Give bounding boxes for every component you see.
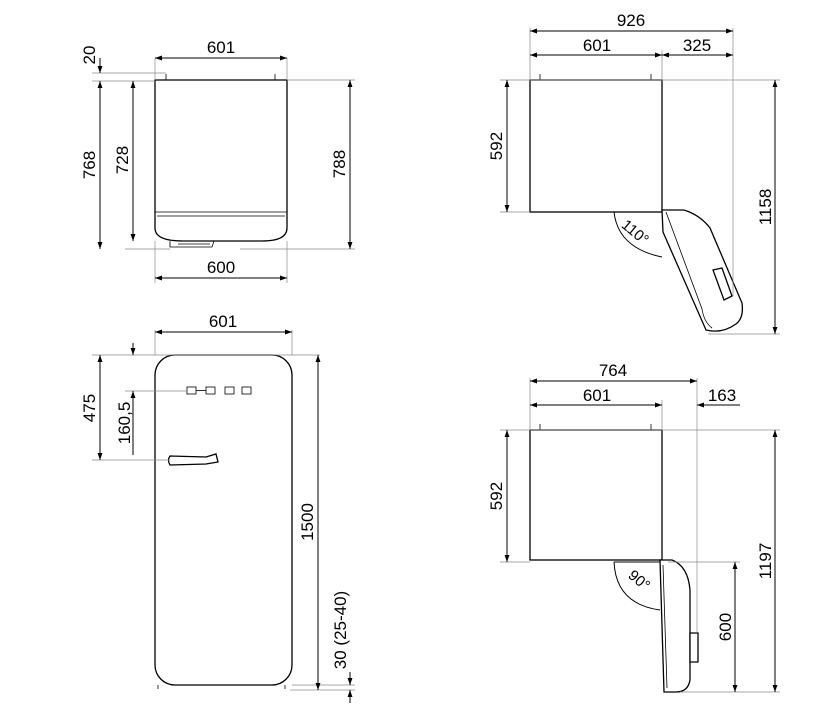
dim-label-20: 20 — [80, 46, 99, 65]
fridge-top-outline — [154, 79, 288, 242]
dim-label-475: 475 — [80, 394, 99, 422]
dim-label-601-90: 601 — [583, 386, 611, 405]
dim-label-30: 30 (25-40) — [331, 591, 350, 669]
smeg-logo — [186, 386, 252, 395]
dim-label-163: 163 — [708, 386, 736, 405]
door-handle — [167, 453, 219, 466]
angle-arc-90 — [613, 561, 661, 611]
angle-label-90: 90° — [625, 567, 653, 595]
dim-label-325: 325 — [683, 36, 711, 55]
dim-label-600: 600 — [207, 258, 235, 277]
dim-label-1500: 1500 — [298, 503, 317, 541]
dim-label-front-601: 601 — [209, 312, 237, 331]
angle-label-110: 110° — [618, 216, 652, 248]
open-door-110 — [661, 209, 744, 332]
door-handle-110 — [712, 267, 733, 301]
dim-label-768: 768 — [80, 151, 99, 179]
dim-label-1158: 1158 — [756, 189, 775, 226]
dim-label-592-110: 592 — [487, 132, 506, 160]
dim-label-764: 764 — [599, 361, 627, 380]
fridge-front-outline — [154, 354, 293, 686]
open-door-90 — [659, 559, 691, 693]
dim-label-600-door: 600 — [716, 613, 735, 641]
top-view-closed: 601 600 768 728 788 20 — [80, 38, 355, 283]
dim-label-788: 788 — [330, 150, 349, 178]
fridge-body-110 — [529, 79, 663, 213]
dim-label-1197: 1197 — [756, 543, 775, 580]
dim-label-601-110: 601 — [583, 36, 611, 55]
angle-arc-110 — [613, 211, 663, 258]
dim-label-160-5: 160,5 — [115, 402, 134, 445]
door-inner-110 — [665, 211, 713, 329]
door-inner-90 — [662, 564, 668, 689]
top-view-open-110: 110° 926 601 325 592 1158 — [487, 11, 780, 335]
top-view-open-90: 90° 764 601 163 592 600 1197 — [487, 361, 780, 693]
dim-label-601: 601 — [207, 38, 235, 57]
dim-label-728: 728 — [113, 146, 132, 174]
dim-label-592-90: 592 — [487, 482, 506, 510]
handle-top — [169, 240, 215, 248]
door-handle-90 — [689, 632, 699, 663]
fridge-body-90 — [529, 429, 663, 561]
dim-label-926: 926 — [617, 11, 645, 30]
front-view: 601 475 160,5 1500 30 (25-40) — [80, 312, 355, 703]
